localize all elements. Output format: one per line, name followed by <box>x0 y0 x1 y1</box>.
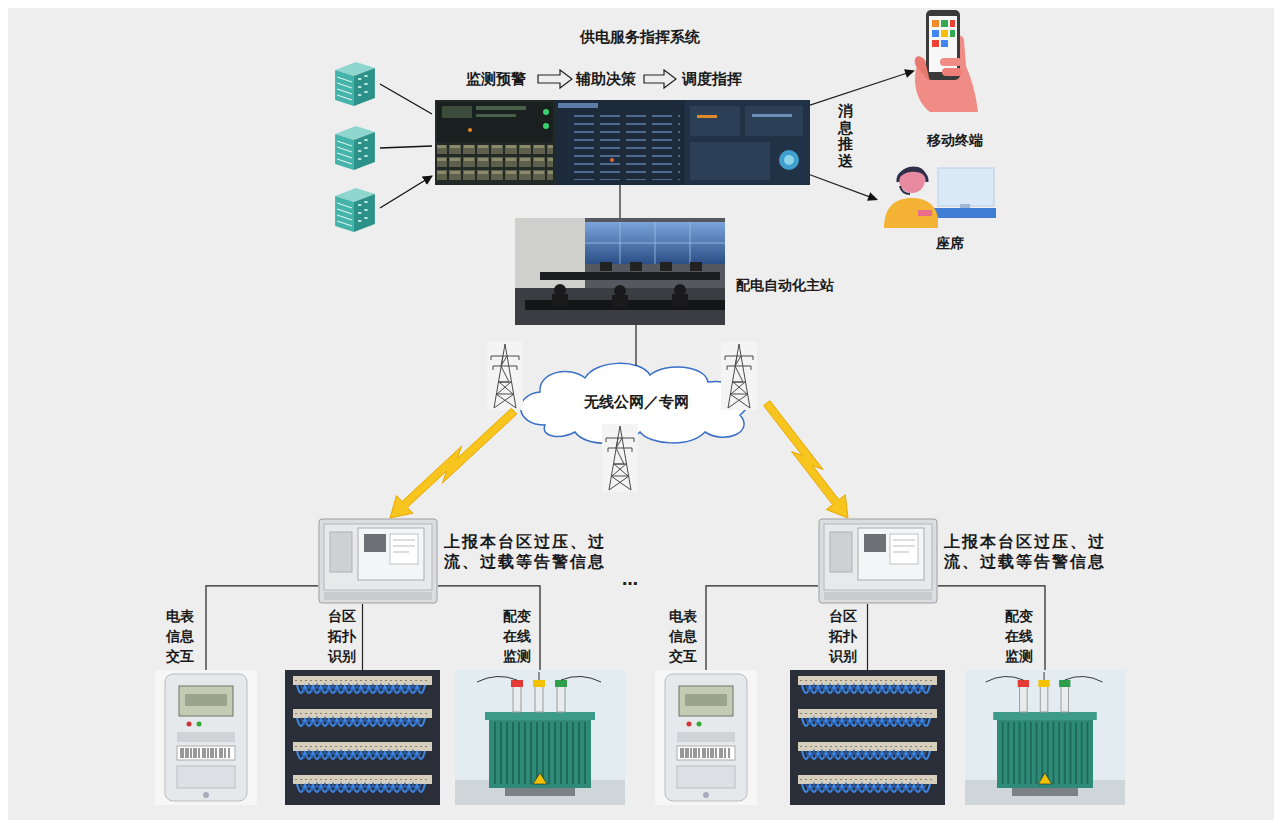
topology-wiring: 台区拓扑识别 <box>285 670 440 805</box>
node-label: 上报本台区过压、过流、过载等告警信息 <box>444 532 610 572</box>
node-label: 电表信息交互 <box>163 606 197 666</box>
control-room-photo <box>515 218 725 325</box>
connector <box>706 586 818 670</box>
mobile-phone-icon <box>915 10 978 112</box>
connector <box>390 408 517 518</box>
node-label: 无线公网／专网 <box>561 393 711 413</box>
system-screens: 供电服务指挥系统监测预警辅助决策调度指挥 <box>435 100 810 185</box>
connector-line <box>438 586 540 670</box>
terminal-unit: 上报本台区过压、过流、过载等告警信息 <box>818 518 938 604</box>
arrow-head <box>904 69 915 78</box>
connector-line <box>706 586 818 670</box>
connector-line <box>635 325 636 366</box>
meter: 电表信息交互 <box>155 670 257 805</box>
connector <box>362 604 363 670</box>
arrow-head <box>867 192 878 200</box>
meter: 电表信息交互 <box>655 670 757 805</box>
connector-line <box>867 604 868 670</box>
transformer: 配变在线监测 <box>455 670 625 805</box>
master-station: 配电自动化主站 <box>515 218 725 325</box>
topology-wiring: 台区拓扑识别 <box>790 670 945 805</box>
node-label: 上报本台区过压、过流、过载等告警信息 <box>944 532 1110 572</box>
node-label: 移动终端 <box>915 131 995 149</box>
monitor-screens <box>435 100 810 185</box>
connector <box>206 586 318 670</box>
node-label: 台区拓扑识别 <box>325 606 359 666</box>
connector-line <box>619 185 620 218</box>
stage-label: 监测预警 <box>466 70 536 90</box>
network-cloud: 无线公网／专网 <box>510 362 762 442</box>
stage-label: 辅助决策 <box>576 70 646 90</box>
vertical-note: 消息推送 <box>838 103 853 169</box>
meter-photos <box>155 670 757 805</box>
transformer-photos <box>455 670 1125 805</box>
radio-towers <box>487 342 757 492</box>
node-label: 电表信息交互 <box>666 606 700 666</box>
connector <box>764 401 848 518</box>
connector-line <box>810 175 870 197</box>
connector-line <box>206 586 318 670</box>
connector <box>938 586 1045 670</box>
mobile-terminal: 移动终端 <box>915 8 977 112</box>
node-label: 配电自动化主站 <box>736 276 856 294</box>
operator-seat: 座席 <box>878 158 996 228</box>
node-label: 配变在线监测 <box>500 606 534 666</box>
connector <box>810 69 915 105</box>
lightning-arrow <box>764 401 848 518</box>
node-label: 座席 <box>910 234 990 252</box>
terminal-boxes <box>319 519 937 603</box>
background-panel <box>8 8 1274 820</box>
connector-line <box>362 604 363 670</box>
lightning-arrow <box>390 408 517 518</box>
terminal-unit: 上报本台区过压、过流、过载等告警信息 <box>318 518 438 604</box>
server-icons <box>335 62 432 232</box>
node-label: 台区拓扑识别 <box>826 606 860 666</box>
ellipsis-label: … <box>619 570 641 591</box>
connector <box>636 325 637 366</box>
connector <box>438 586 540 670</box>
operator-icon <box>884 166 996 228</box>
node-label: 配变在线监测 <box>1002 606 1036 666</box>
connector-line <box>810 73 907 105</box>
connector-line <box>938 586 1045 670</box>
connector <box>867 604 868 670</box>
stage-label: 调度指挥 <box>682 70 752 90</box>
transformer: 配变在线监测 <box>965 670 1125 805</box>
connector <box>810 175 878 201</box>
wiring-photos <box>285 670 945 805</box>
connector <box>620 185 621 218</box>
node-label: 供电服务指挥系统 <box>550 28 730 48</box>
